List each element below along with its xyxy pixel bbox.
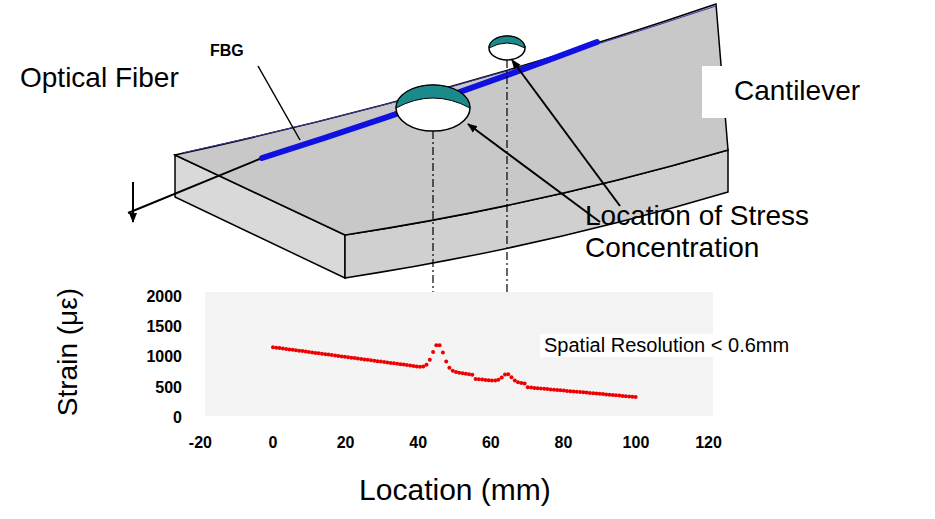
tick-label: 2000 (146, 288, 182, 306)
dash-dot-line (432, 131, 433, 303)
pointer-arrow (468, 124, 600, 222)
pointer-arrow (132, 182, 134, 222)
data-point (470, 373, 474, 377)
part-label: Cantilever (734, 75, 860, 107)
tick-label: 1000 (146, 348, 182, 366)
fiber-label: Optical Fiber (20, 62, 179, 94)
pointer-arrow (512, 60, 620, 206)
tick-label: 40 (409, 434, 427, 452)
large-hole (396, 85, 470, 131)
fbg-label: FBG (210, 42, 244, 60)
hole-wall (396, 85, 470, 108)
tick-label: 80 (555, 434, 573, 452)
axis-title: Strain (με) (52, 288, 84, 416)
note-label: Spatial Resolution < 0.6mm (540, 334, 793, 357)
fbg-grating (262, 42, 597, 158)
label-patch (702, 66, 892, 118)
axis-title: Location (mm) (359, 473, 551, 508)
data-point (431, 350, 435, 354)
hole-wall (489, 36, 525, 48)
tick-label: 100 (623, 434, 650, 452)
tick-label: 0 (269, 434, 278, 452)
plate-edge (182, 6, 716, 153)
tick-label: -20 (189, 434, 212, 452)
data-point (428, 358, 432, 362)
data-point (506, 372, 510, 376)
data-point (444, 359, 448, 363)
data-point (523, 381, 527, 385)
data-point (425, 363, 429, 367)
data-point (447, 366, 451, 370)
data-point (510, 375, 514, 379)
tick-label: 500 (155, 379, 182, 397)
tick-label: 60 (482, 434, 500, 452)
tick-label: 120 (695, 434, 722, 452)
tick-label: 1500 (146, 318, 182, 336)
data-point (500, 375, 504, 379)
leader-line (258, 66, 300, 140)
data-point (438, 343, 442, 347)
small-hole (489, 36, 525, 60)
data-point (516, 380, 520, 384)
data-point (441, 350, 445, 354)
data-point (496, 378, 500, 382)
tick-label: 20 (337, 434, 355, 452)
tick-label: 0 (173, 409, 182, 427)
callout-label: Location of Stress Concentration (585, 200, 885, 264)
optical-fiber (128, 158, 262, 213)
data-point (634, 395, 638, 399)
